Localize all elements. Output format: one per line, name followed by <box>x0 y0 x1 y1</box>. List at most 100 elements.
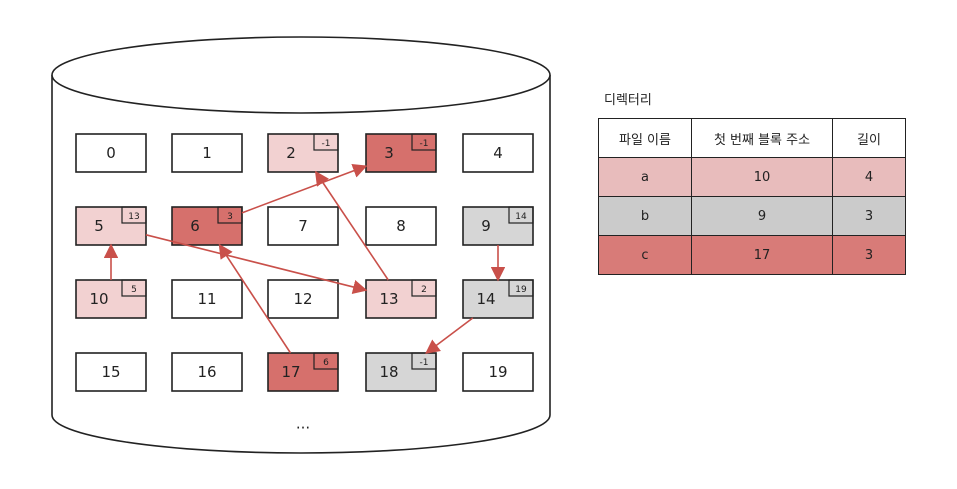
block-number: 4 <box>493 144 503 162</box>
directory-title: 디렉터리 <box>604 93 652 108</box>
block-box <box>365 133 437 173</box>
block-number: 12 <box>293 290 312 308</box>
block-box <box>75 133 147 173</box>
block-number: 7 <box>298 217 308 235</box>
file-name-cell: c <box>598 235 692 275</box>
disk-block-7: 7 <box>267 206 339 246</box>
next-pointer-value: -1 <box>420 358 429 368</box>
block-box <box>365 352 437 392</box>
block-number: 13 <box>379 290 398 308</box>
next-pointer-box <box>313 133 339 151</box>
links-layer <box>103 163 506 354</box>
block-number: 16 <box>197 363 216 381</box>
link-arrow-5-to-13 <box>145 234 368 295</box>
disk-block-3: 3 -1 <box>365 133 437 173</box>
next-pointer-box <box>411 133 437 151</box>
disk-block-13: 13 2 <box>365 279 437 319</box>
length-cell: 3 <box>832 196 906 236</box>
link-arrow-6-to-3 <box>241 163 368 214</box>
disk-block-12: 12 <box>267 279 339 319</box>
disk-block-14: 14 19 <box>462 279 534 319</box>
start-block-cell: 9 <box>691 196 833 236</box>
block-box <box>267 352 339 392</box>
disk-block-2: 2 -1 <box>267 133 339 173</box>
file-name-cell: b <box>598 196 692 236</box>
block-box <box>171 133 243 173</box>
next-pointer-value: -1 <box>420 139 429 149</box>
disk-block-9: 9 14 <box>462 206 534 246</box>
more-blocks-ellipsis: ··· <box>296 419 310 437</box>
disk-block-0: 0 <box>75 133 147 173</box>
block-number: 1 <box>202 144 212 162</box>
block-box <box>365 206 437 246</box>
next-pointer-value: 5 <box>131 285 137 295</box>
disk-block-11: 11 <box>171 279 243 319</box>
directory-row-a: a 10 4 <box>598 157 906 197</box>
block-number: 18 <box>379 363 398 381</box>
block-number: 3 <box>384 144 394 162</box>
block-number: 17 <box>281 363 300 381</box>
link-arrow-13-to-2 <box>314 170 389 281</box>
block-box <box>171 352 243 392</box>
next-pointer-box <box>121 206 147 224</box>
length-cell: 4 <box>832 157 906 197</box>
block-number: 14 <box>476 290 495 308</box>
link-arrow-14-to-18 <box>425 317 474 354</box>
next-pointer-value: 2 <box>421 285 427 295</box>
next-pointer-box <box>411 352 437 370</box>
block-box <box>267 133 339 173</box>
link-arrow-17-to-6 <box>218 243 292 354</box>
block-number: 5 <box>94 217 104 235</box>
disk-top <box>51 36 551 114</box>
block-box <box>365 279 437 319</box>
directory-header-row: 파일 이름 첫 번째 블록 주소 길이 <box>598 118 906 158</box>
block-box <box>75 352 147 392</box>
block-box <box>462 206 534 246</box>
directory-table: 파일 이름 첫 번째 블록 주소 길이 a 10 4 b 9 3 c 17 3 <box>598 118 906 275</box>
block-number: 10 <box>89 290 108 308</box>
block-box <box>267 206 339 246</box>
file-name-cell: a <box>598 157 692 197</box>
disk-body <box>51 75 551 454</box>
next-pointer-box <box>121 279 147 297</box>
disk-block-1: 1 <box>171 133 243 173</box>
disk-block-18: 18 -1 <box>365 352 437 392</box>
start-block-cell: 10 <box>691 157 833 197</box>
block-number: 8 <box>396 217 406 235</box>
disk-block-17: 17 6 <box>267 352 339 392</box>
next-pointer-value: 14 <box>515 212 527 222</box>
disk-block-16: 16 <box>171 352 243 392</box>
next-pointer-value: 3 <box>227 212 233 222</box>
block-box <box>171 206 243 246</box>
block-number: 19 <box>488 363 507 381</box>
disk-block-10: 10 5 <box>75 279 147 319</box>
block-box <box>171 279 243 319</box>
next-pointer-value: -1 <box>322 139 331 149</box>
start-block-cell: 17 <box>691 235 833 275</box>
disk-block-15: 15 <box>75 352 147 392</box>
next-pointer-box <box>508 206 534 224</box>
block-number: 2 <box>286 144 296 162</box>
block-number: 11 <box>197 290 216 308</box>
disk-block-5: 5 13 <box>75 206 147 246</box>
header-start-block: 첫 번째 블록 주소 <box>691 118 833 158</box>
next-pointer-value: 13 <box>128 212 139 222</box>
next-pointer-value: 19 <box>515 285 527 295</box>
block-box <box>267 279 339 319</box>
next-pointer-box <box>411 279 437 297</box>
block-number: 9 <box>481 217 491 235</box>
block-number: 15 <box>101 363 120 381</box>
block-box <box>462 352 534 392</box>
block-box <box>462 133 534 173</box>
header-file-name: 파일 이름 <box>598 118 692 158</box>
next-pointer-value: 6 <box>323 358 329 368</box>
next-pointer-box <box>313 352 339 370</box>
disk-block-19: 19 <box>462 352 534 392</box>
disk-block-4: 4 <box>462 133 534 173</box>
block-number: 6 <box>190 217 200 235</box>
header-length: 길이 <box>832 118 906 158</box>
next-pointer-box <box>217 206 243 224</box>
